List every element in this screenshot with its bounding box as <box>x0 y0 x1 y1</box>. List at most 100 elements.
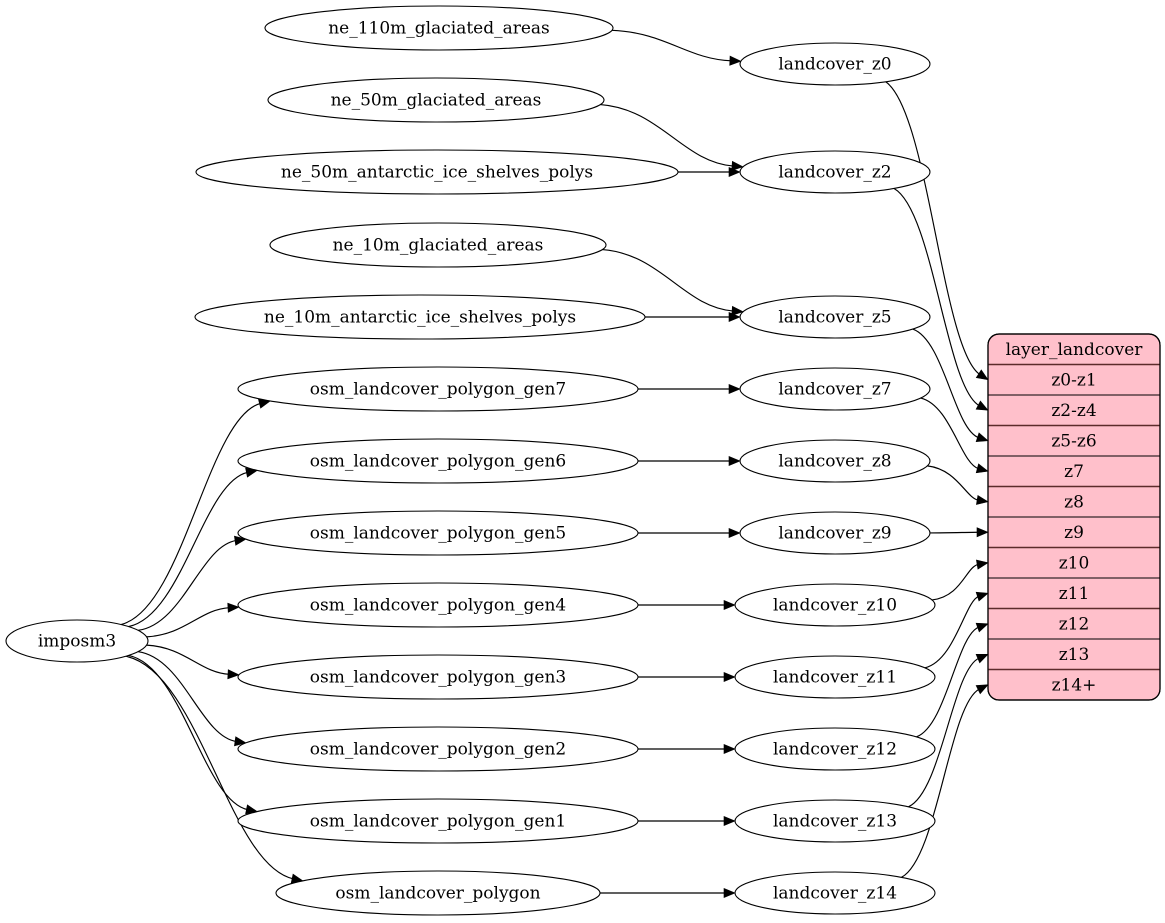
edge-arrowhead <box>975 653 989 664</box>
edge-arrowhead <box>723 671 736 683</box>
osm-table-node-shape <box>237 582 639 628</box>
node-imposm3[interactable]: imposm3 <box>5 619 149 663</box>
node-label: landcover_z7 <box>778 380 891 400</box>
layer-table-row-label: z13 <box>1059 645 1090 665</box>
edge-landcover_z13-to-layer_landcover_z13 <box>908 657 980 808</box>
layer-table-row-z11[interactable]: z11 <box>988 577 1160 604</box>
node-landcover_z11[interactable]: landcover_z11 <box>734 655 936 699</box>
node-landcover_z14[interactable]: landcover_z14 <box>734 871 936 915</box>
layer-table-row-z10[interactable]: z10 <box>988 546 1160 574</box>
node-osm_landcover_polygon_gen2[interactable]: osm_landcover_polygon_gen2 <box>237 726 639 772</box>
osm-table-node-shape <box>237 510 639 556</box>
edge-arrowhead <box>976 494 989 505</box>
layer-table-row-z13[interactable]: z13 <box>988 638 1160 665</box>
layer-table-row-label: z12 <box>1059 614 1090 634</box>
edge-landcover_z7-to-layer_landcover_z7 <box>920 397 980 470</box>
landcover-view-node-shape <box>739 511 931 555</box>
layer-table-row-label: z9 <box>1064 523 1084 543</box>
edge-arrowhead <box>975 432 989 443</box>
edge-arrowhead <box>731 305 744 316</box>
node-landcover_z2[interactable]: landcover_z2 <box>739 150 931 194</box>
osm-table-node-shape <box>275 870 601 916</box>
node-landcover_z13[interactable]: landcover_z13 <box>734 799 936 843</box>
edge-arrowhead <box>975 622 989 633</box>
layer-table-row-z9[interactable]: z9 <box>988 516 1160 543</box>
landcover-view-node-shape <box>739 42 931 86</box>
node-osm_landcover_polygon_gen3[interactable]: osm_landcover_polygon_gen3 <box>237 654 639 700</box>
node-label: landcover_z10 <box>773 596 897 616</box>
edge-imposm3-to-osm_landcover_polygon_gen6 <box>128 471 249 628</box>
edge-landcover_z12-to-layer_landcover_z12 <box>916 626 980 738</box>
node-landcover_z12[interactable]: landcover_z12 <box>734 727 936 771</box>
layer-table-row-z2-z4[interactable]: z2-z4 <box>988 394 1160 421</box>
edge-landcover_z5-to-layer_landcover_z5-z6 <box>912 328 980 439</box>
layer-table-row-z14plus[interactable]: z14+ <box>988 668 1160 696</box>
edge-ne_110m_glaciated_areas-to-landcover_z0 <box>611 29 732 62</box>
edge-arrowhead <box>723 743 736 755</box>
layer-table-row-z12[interactable]: z12 <box>988 607 1160 635</box>
edge-landcover_z2-to-layer_landcover_z2-z4 <box>893 187 980 407</box>
layer-table-row-z7[interactable]: z7 <box>988 455 1160 482</box>
edge-imposm3-to-osm_landcover_polygon_gen7 <box>120 402 262 626</box>
node-label: landcover_z8 <box>778 452 891 472</box>
node-label: landcover_z14 <box>773 884 897 904</box>
node-osm_landcover_polygon[interactable]: osm_landcover_polygon <box>275 870 601 916</box>
node-landcover_z7[interactable]: landcover_z7 <box>739 367 931 411</box>
edge-arrowhead <box>728 527 741 539</box>
edge-landcover_z14-to-layer_landcover_z14_ <box>901 688 980 878</box>
node-label: imposm3 <box>38 632 116 652</box>
natural-earth-node-shape <box>267 77 605 123</box>
node-label: landcover_z0 <box>778 55 891 75</box>
layer-table-row-z0-z1[interactable]: z0-z1 <box>1051 370 1096 390</box>
node-landcover_z5[interactable]: landcover_z5 <box>739 295 931 339</box>
osm-table-node-shape <box>237 366 639 412</box>
node-osm_landcover_polygon_gen7[interactable]: osm_landcover_polygon_gen7 <box>237 366 639 412</box>
layer-table-row-label: z10 <box>1059 553 1090 573</box>
edge-arrowhead <box>975 369 989 381</box>
natural-earth-node-shape <box>195 149 679 195</box>
node-osm_landcover_polygon_gen1[interactable]: osm_landcover_polygon_gen1 <box>237 798 639 844</box>
landcover-view-node-shape <box>734 871 936 915</box>
source-node-shape <box>5 619 149 663</box>
layer-table-row-z5-z6[interactable]: z5-z6 <box>988 424 1160 452</box>
node-label: landcover_z11 <box>773 668 897 688</box>
osm-table-node-shape <box>237 438 639 484</box>
node-label: osm_landcover_polygon_gen3 <box>310 668 566 688</box>
edge-imposm3-to-osm_landcover_polygon_gen3 <box>146 644 230 675</box>
node-osm_landcover_polygon_gen4[interactable]: osm_landcover_polygon_gen4 <box>237 582 639 628</box>
node-landcover_z10[interactable]: landcover_z10 <box>734 583 936 627</box>
edge-arrowhead <box>723 599 736 611</box>
node-landcover_z0[interactable]: landcover_z0 <box>739 42 931 86</box>
node-ne_50m_glaciated_areas[interactable]: ne_50m_glaciated_areas <box>267 77 605 123</box>
node-ne_10m_antarctic_ice_shelves_polys[interactable]: ne_10m_antarctic_ice_shelves_polys <box>194 294 646 340</box>
node-ne_50m_antarctic_ice_shelves_polys[interactable]: ne_50m_antarctic_ice_shelves_polys <box>195 149 679 195</box>
node-landcover_z8[interactable]: landcover_z8 <box>739 439 931 483</box>
edge-landcover_z9-to-layer_landcover_z9 <box>929 531 979 534</box>
layer-table-row-label: z5-z6 <box>1051 431 1096 451</box>
node-label: ne_10m_antarctic_ice_shelves_polys <box>264 308 576 328</box>
edge-arrowhead <box>728 455 741 467</box>
node-osm_landcover_polygon_gen5[interactable]: osm_landcover_polygon_gen5 <box>237 510 639 556</box>
edge-arrowhead <box>723 887 736 899</box>
layer-table-row-z8[interactable]: z8 <box>988 485 1160 513</box>
node-ne_10m_glaciated_areas[interactable]: ne_10m_glaciated_areas <box>269 222 607 268</box>
node-ne_110m_glaciated_areas[interactable]: ne_110m_glaciated_areas <box>264 5 614 51</box>
edge-imposm3-to-osm_landcover_polygon_gen4 <box>146 607 230 638</box>
natural-earth-node-shape <box>264 5 614 51</box>
nodes-layer: imposm3 ne_110m_glaciated_areas ne_50m_gla… <box>5 5 936 916</box>
osm-table-node-shape <box>237 654 639 700</box>
node-label: landcover_z9 <box>778 524 891 544</box>
node-osm_landcover_polygon_gen6[interactable]: osm_landcover_polygon_gen6 <box>237 438 639 484</box>
layer-table-row-label: z0-z1 <box>1051 370 1096 390</box>
node-label: ne_50m_glaciated_areas <box>331 91 542 111</box>
landcover-view-node-shape <box>739 439 931 483</box>
layer-table-header: layer_landcover <box>1006 340 1144 360</box>
edge-arrowhead <box>728 166 741 178</box>
landcover-view-node-shape <box>734 727 936 771</box>
node-landcover_z9[interactable]: landcover_z9 <box>739 511 931 555</box>
node-label: landcover_z12 <box>773 740 897 760</box>
landcover-view-node-shape <box>739 295 931 339</box>
edge-landcover_z10-to-layer_landcover_z10 <box>931 563 979 601</box>
